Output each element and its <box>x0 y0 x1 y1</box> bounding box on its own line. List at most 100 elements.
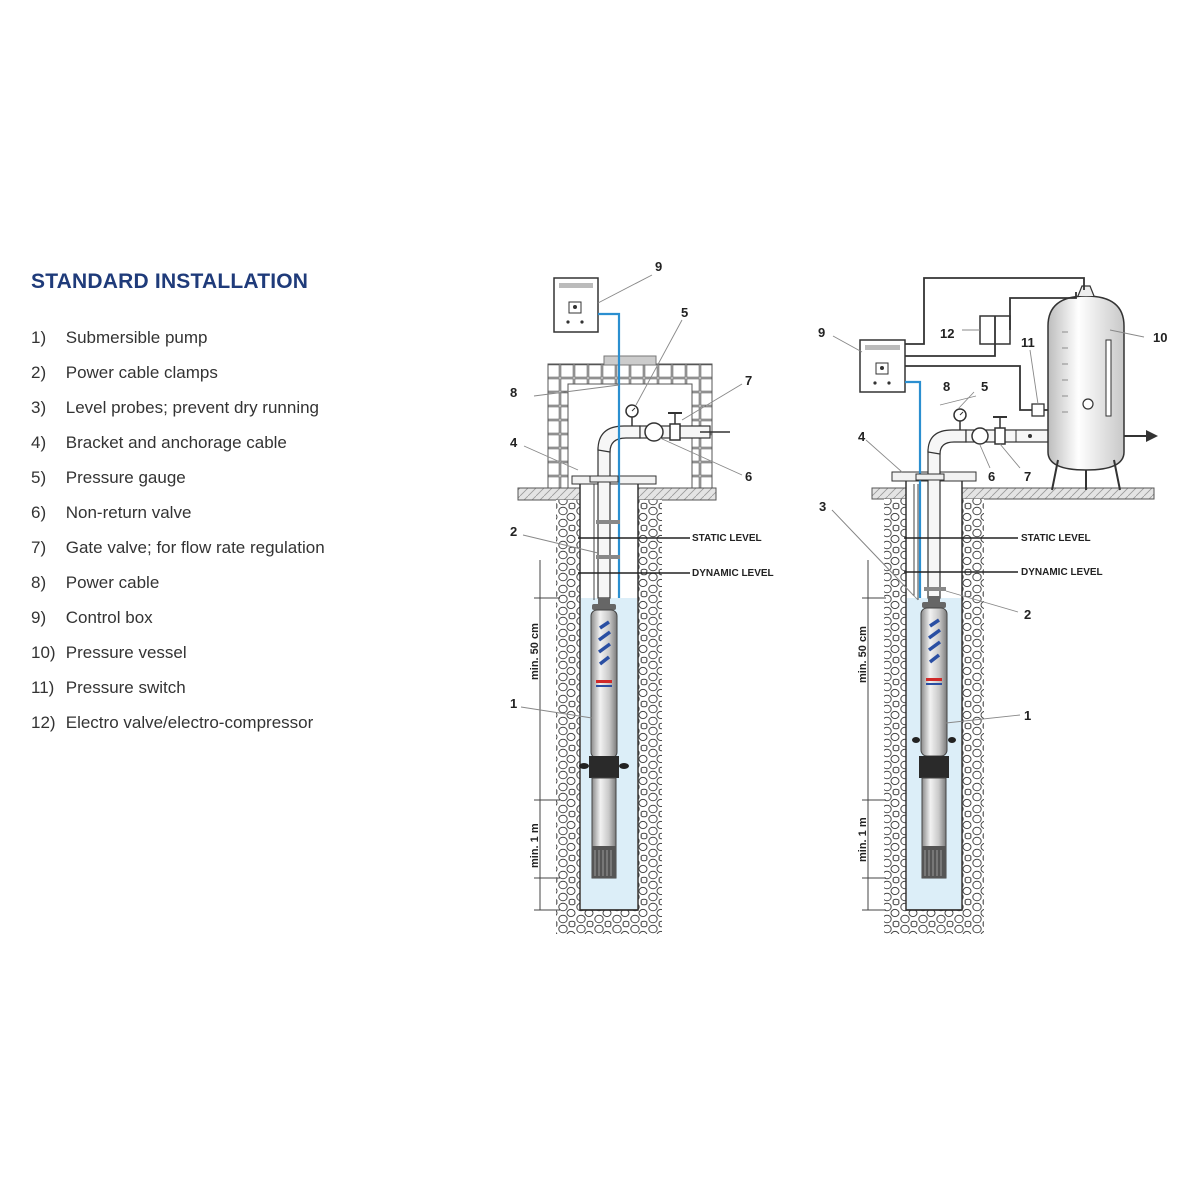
pipe-elbow <box>927 429 967 455</box>
outlet-arrow-icon <box>1146 430 1158 442</box>
legend-number: 5) <box>31 468 47 487</box>
callout-6: 6 <box>745 469 752 484</box>
legend-text: Pressure switch <box>65 678 186 697</box>
vessel-gauge-icon <box>1082 398 1094 410</box>
static-level-label: STATIC LEVEL <box>692 533 762 544</box>
legend-text: Power cable clamps <box>65 363 218 382</box>
callout-9: 9 <box>655 259 662 274</box>
cable-clamp <box>596 520 620 524</box>
legend-text: Gate valve; for flow rate regulation <box>65 538 325 557</box>
callout-3: 3 <box>819 499 826 514</box>
callout-5: 5 <box>681 305 688 320</box>
callout-12: 12 <box>940 326 954 341</box>
well-gravel-bottom <box>556 908 662 934</box>
pressure-switch <box>1031 403 1045 417</box>
legend-text: Pressure vessel <box>65 643 187 662</box>
legend-number: 1) <box>31 328 47 347</box>
legend-item: 7) Gate valve; for flow rate regulation <box>31 535 325 570</box>
callout-2: 2 <box>1024 607 1031 622</box>
callout-4: 4 <box>858 429 866 444</box>
legend-number: 12) <box>31 713 56 732</box>
legend-item: 5) Pressure gauge <box>31 465 325 500</box>
control-wiring <box>905 277 1085 411</box>
pump-logo-icon <box>597 620 612 666</box>
left-installation: STATIC LEVEL DYNAMIC LEVEL min. 50 cm mi… <box>510 259 774 934</box>
legend-text: Electro valve/electro-compressor <box>65 713 314 732</box>
right-installation: STATIC LEVEL DYNAMIC LEVEL min. 50 cm mi… <box>818 277 1167 934</box>
callout-6: 6 <box>988 469 995 484</box>
dimension-markers <box>862 560 886 911</box>
callout-8: 8 <box>510 385 517 400</box>
well-gravel-left <box>556 500 580 912</box>
dynamic-level-label: DYNAMIC LEVEL <box>1021 567 1103 578</box>
power-cable <box>598 312 621 598</box>
pressure-vessel <box>1047 285 1158 491</box>
callout-11: 11 <box>1021 335 1035 350</box>
well-gravel-bottom <box>884 908 984 934</box>
legend-number: 2) <box>31 363 47 382</box>
brick-enclosure <box>547 363 713 489</box>
legend-text: Level probes; prevent dry running <box>65 398 319 417</box>
enclosure-lid <box>603 355 657 366</box>
static-level-label: STATIC LEVEL <box>1021 533 1091 544</box>
callout-1: 1 <box>1024 708 1031 723</box>
callout-2: 2 <box>510 524 517 539</box>
legend-text: Bracket and anchorage cable <box>65 433 287 452</box>
well-gravel-left <box>884 499 906 911</box>
legend-item: 10) Pressure vessel <box>31 640 325 675</box>
well-gravel-right <box>638 500 662 912</box>
legend-item: 8) Power cable <box>31 570 325 605</box>
legend-number: 6) <box>31 503 47 522</box>
min-50cm-label: min. 50 cm <box>529 623 541 680</box>
legend-list: 1) Submersible pump 2) Power cable clamp… <box>31 325 325 745</box>
legend-text: Non-return valve <box>65 503 192 522</box>
riser-pipe <box>927 449 941 599</box>
page-title: STANDARD INSTALLATION <box>31 270 309 293</box>
legend-number: 3) <box>31 398 47 417</box>
legend-item: 3) Level probes; prevent dry running <box>31 395 325 430</box>
callout-10: 10 <box>1153 330 1167 345</box>
legend-item: 12) Electro valve/electro-compressor <box>31 710 325 745</box>
dynamic-level-label: DYNAMIC LEVEL <box>692 568 774 579</box>
legend-text: Pressure gauge <box>65 468 186 487</box>
min-50cm-label: min. 50 cm <box>857 626 869 683</box>
legend-text: Power cable <box>65 573 160 592</box>
ground-surface <box>871 487 1155 500</box>
gate-valve-icon <box>994 427 1006 445</box>
gate-valve-icon <box>669 423 681 441</box>
non-return-valve-icon <box>971 427 989 445</box>
callout-8: 8 <box>943 379 950 394</box>
callout-7: 7 <box>1024 469 1031 484</box>
legend-item: 9) Control box <box>31 605 325 640</box>
legend-number: 11) <box>31 678 55 697</box>
legend-item: 1) Submersible pump <box>31 325 325 360</box>
legend-text: Control box <box>65 608 153 627</box>
legend-item: 11) Pressure switch <box>31 675 325 710</box>
min-1m-label: min. 1 m <box>857 817 869 862</box>
cable-clamp <box>924 587 946 591</box>
legend-item: 2) Power cable clamps <box>31 360 325 395</box>
legend-number: 7) <box>31 538 47 557</box>
dimension-markers <box>534 560 560 911</box>
power-cable <box>905 380 922 598</box>
callout-lines <box>831 329 1145 724</box>
legend-number: 9) <box>31 608 47 627</box>
legend-number: 10) <box>31 643 56 662</box>
callout-9: 9 <box>818 325 825 340</box>
legend-item: 6) Non-return valve <box>31 500 325 535</box>
legend-number: 8) <box>31 573 47 592</box>
legend-item: 4) Bracket and anchorage cable <box>31 430 325 465</box>
pump-logo-icon <box>927 618 942 664</box>
callout-lines <box>520 274 743 719</box>
submersible-pump <box>912 596 956 879</box>
legend-number: 4) <box>31 433 47 452</box>
cable-clamp <box>596 555 620 559</box>
callout-1: 1 <box>510 696 517 711</box>
min-1m-label: min. 1 m <box>529 823 541 868</box>
submersible-pump <box>579 598 629 879</box>
callout-4: 4 <box>510 435 518 450</box>
callout-5: 5 <box>981 379 988 394</box>
well-gravel-right <box>962 499 984 911</box>
non-return-valve-icon <box>644 422 664 442</box>
